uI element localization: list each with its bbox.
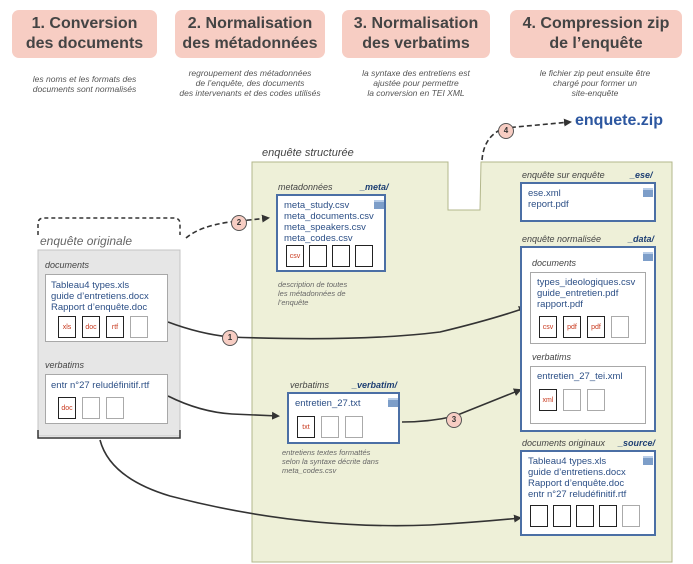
file-icon-empty [563, 389, 581, 411]
originale-bracket-bottom [37, 430, 181, 439]
badge-2: 2 [231, 215, 247, 231]
source-files: Tableau4 types.xls guide d’entretiens.do… [528, 456, 627, 500]
step-4-desc: le fichier zip peut ensuite être chargé … [539, 68, 651, 98]
file-icon-empty [130, 316, 148, 338]
badge-4: 4 [498, 123, 514, 139]
file-icon-pdf: pdf [587, 316, 605, 338]
file-icon-empty [106, 397, 124, 419]
data-code: _data/ [628, 234, 655, 244]
step-1-title: 1. Conversion des documents [25, 15, 144, 52]
file-icon-empty [82, 397, 100, 419]
folder-icon [374, 200, 384, 209]
folder-icon [643, 456, 653, 465]
file-icon-empty [309, 245, 327, 267]
meta-box: meta_study.csv meta_documents.csv meta_s… [276, 194, 386, 272]
verbatim-code: _verbatim/ [352, 380, 398, 390]
file-icon-pdf: pdf [563, 316, 581, 338]
meta-label: metadonnées [278, 182, 333, 192]
data-label: enquête normalisée [522, 234, 602, 244]
step-4-banner: 4. Compression zip de l’enquête [510, 10, 682, 58]
file-icon-empty [553, 505, 571, 527]
originale-bracket [37, 217, 181, 235]
badge-1: 1 [222, 330, 238, 346]
ese-box: ese.xml report.pdf [520, 182, 656, 222]
file-icon-txt: txt [297, 416, 315, 438]
source-label: documents originaux [522, 438, 606, 448]
file-icon-empty [321, 416, 339, 438]
enquete-zip-label: enquete.zip [575, 112, 664, 129]
file-icon-doc: doc [58, 397, 76, 419]
verbatim-label: verbatims [290, 380, 330, 390]
step-3-banner: 3. Normalisation des verbatims [342, 10, 490, 58]
originale-label: enquête originale [40, 234, 133, 248]
file-icon-csv: csv [286, 245, 304, 267]
file-icon-xls: xls [58, 316, 76, 338]
arrow-source [99, 439, 522, 527]
ese-label: enquête sur enquête [522, 170, 605, 180]
data-box: documents types_ideologiques.csv guide_e… [520, 246, 656, 432]
originale-verbatims-files: entr n°27 reludéfinitif.rtf [51, 380, 150, 391]
originale-documents-box: Tableau4 types.xls guide d’entretiens.do… [45, 274, 168, 342]
step-3-desc: la syntaxe des entretiens est ajustée po… [362, 68, 470, 98]
file-icon-empty [530, 505, 548, 527]
file-icon-empty [587, 389, 605, 411]
originale-verbatims-box: entr n°27 reludéfinitif.rtf doc [45, 374, 168, 424]
step-4-title: 4. Compression zip de l’enquête [522, 15, 670, 52]
file-icon-empty [355, 245, 373, 267]
step-3-title: 3. Normalisation des verbatims [353, 15, 479, 52]
file-icon-doc: doc [82, 316, 100, 338]
step-1-desc: les noms et les formats des documents so… [32, 74, 137, 94]
data-verbatims-label: verbatims [532, 352, 572, 362]
originale-verbatims-label: verbatims [45, 360, 85, 370]
folder-icon [388, 398, 398, 407]
step-1-banner: 1. Conversion des documents [12, 10, 157, 58]
file-icon-empty [332, 245, 350, 267]
arrow-4 [481, 118, 572, 161]
meta-note: description de toutes les métadonnées de… [278, 280, 348, 307]
arrow-2 [185, 214, 270, 239]
folder-icon [643, 188, 653, 197]
data-documents-files: types_ideologiques.csv guide_entretien.p… [537, 277, 636, 310]
badge-3: 3 [446, 412, 462, 428]
data-verbatims-box: entretien_27_tei.xml xml [530, 366, 646, 424]
verbatim-box: entretien_27.txt txt [287, 392, 400, 444]
ese-files: ese.xml report.pdf [528, 188, 569, 210]
verbatim-files: entretien_27.txt [295, 398, 361, 409]
file-icon-xml: xml [539, 389, 557, 411]
ese-code: _ese/ [630, 170, 653, 180]
source-box: Tableau4 types.xls guide d’entretiens.do… [520, 450, 656, 536]
file-icon-rtf: rtf [106, 316, 124, 338]
file-icon-empty [611, 316, 629, 338]
step-2-desc: regroupement des métadonnées de l’enquêt… [179, 68, 321, 98]
file-icon-empty [576, 505, 594, 527]
arrow-1 [167, 306, 527, 340]
file-icon-empty [599, 505, 617, 527]
meta-files: meta_study.csv meta_documents.csv meta_s… [284, 200, 374, 244]
file-icon-csv: csv [539, 316, 557, 338]
data-documents-label: documents [532, 258, 577, 268]
folder-icon [643, 252, 653, 261]
arrow-verbatim [167, 395, 280, 420]
verbatim-note: entretiens textes formattés selon la syn… [282, 448, 379, 475]
originale-documents-files: Tableau4 types.xls guide d’entretiens.do… [51, 280, 149, 313]
file-icon-empty [622, 505, 640, 527]
data-documents-box: types_ideologiques.csv guide_entretien.p… [530, 272, 646, 344]
file-icon-empty [345, 416, 363, 438]
originale-documents-label: documents [45, 260, 90, 270]
meta-code: _meta/ [360, 182, 389, 192]
source-code: _source/ [618, 438, 656, 448]
step-2-banner: 2. Normalisation des métadonnées [175, 10, 325, 58]
structuree-label: enquête structurée [262, 147, 354, 159]
step-2-title: 2. Normalisation des métadonnées [182, 15, 318, 52]
data-verbatims-files: entretien_27_tei.xml [537, 371, 623, 382]
